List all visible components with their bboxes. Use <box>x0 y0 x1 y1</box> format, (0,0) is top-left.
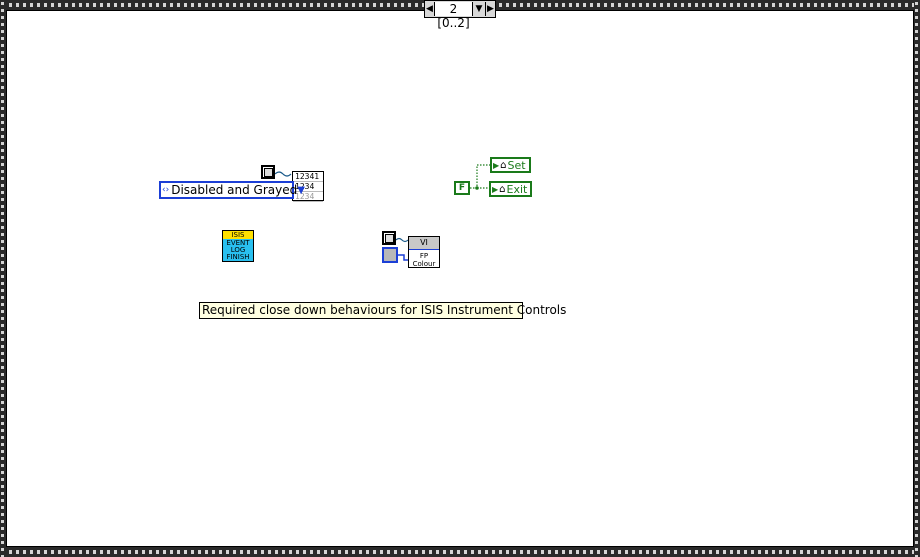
previous-frame-arrow-icon[interactable]: ◀ <box>426 4 433 14</box>
local-variable-arrow-icon: ▶ <box>493 160 500 170</box>
enum-dropdown-icon[interactable]: ▼ <box>297 184 305 196</box>
sequence-frame-diagram <box>6 10 914 547</box>
sequence-frame-left-edge <box>0 0 6 557</box>
local-variable-label: Exit <box>506 182 528 196</box>
property-node[interactable]: 12341 1234 1234 <box>292 171 324 202</box>
local-variable-arrow-icon: ▶ <box>492 184 499 194</box>
isis-vi-line: FINISH <box>226 253 250 261</box>
fp-colour-vi-header: VI <box>409 237 439 250</box>
local-variable-label: Set <box>507 158 526 172</box>
isis-vi-line: EVENT <box>226 239 250 247</box>
isis-vi-line: LOG <box>230 246 246 254</box>
next-frame-arrow-icon[interactable]: ▶ <box>487 4 494 14</box>
frame-dropdown-icon[interactable]: ▼ <box>473 2 486 16</box>
local-variable-house-icon: ⌂ <box>499 183 506 195</box>
property-row: 12341 <box>293 172 323 182</box>
fp-colour-vi-line: Colour <box>412 260 436 268</box>
this-vi-reference-icon[interactable] <box>382 231 396 245</box>
isis-event-log-finish-vi-icon[interactable]: ISIS EVENT LOG FINISH <box>222 230 254 262</box>
disabled-state-enum-constant[interactable]: ‹› Disabled and Grayed ▼ <box>159 181 305 199</box>
exit-local-variable[interactable]: ▶ ⌂ Exit <box>489 181 533 197</box>
sequence-frame-right-edge <box>914 0 920 557</box>
enum-value: Disabled and Grayed <box>171 183 298 197</box>
property-row: 1234 <box>293 192 323 202</box>
frame-selector-label[interactable]: 2 [0..2] <box>434 2 473 30</box>
reference-wire <box>275 171 292 177</box>
property-row: 1234 <box>293 182 323 192</box>
this-vi-reference-icon[interactable] <box>261 165 275 179</box>
isis-vi-header: ISIS <box>223 231 253 239</box>
fp-colour-vi-line: FP <box>419 252 429 260</box>
enum-increment-icon[interactable]: ‹› <box>162 185 170 195</box>
local-variable-house-icon: ⌂ <box>500 159 507 171</box>
vi-wires <box>396 237 409 261</box>
fp-colour-subvi-icon[interactable]: VI FP Colour <box>408 236 440 268</box>
false-boolean-constant[interactable]: F <box>454 181 470 195</box>
sequence-case-selector[interactable]: ◀ 2 [0..2] ▼ ▶ <box>424 0 496 30</box>
boolean-wires <box>470 164 491 190</box>
sequence-frame-bottom-edge <box>0 547 920 557</box>
colour-constant[interactable] <box>382 247 398 263</box>
set-local-variable[interactable]: ▶ ⌂ Set <box>490 157 531 173</box>
diagram-comment[interactable]: Required close down behaviours for ISIS … <box>199 302 566 319</box>
